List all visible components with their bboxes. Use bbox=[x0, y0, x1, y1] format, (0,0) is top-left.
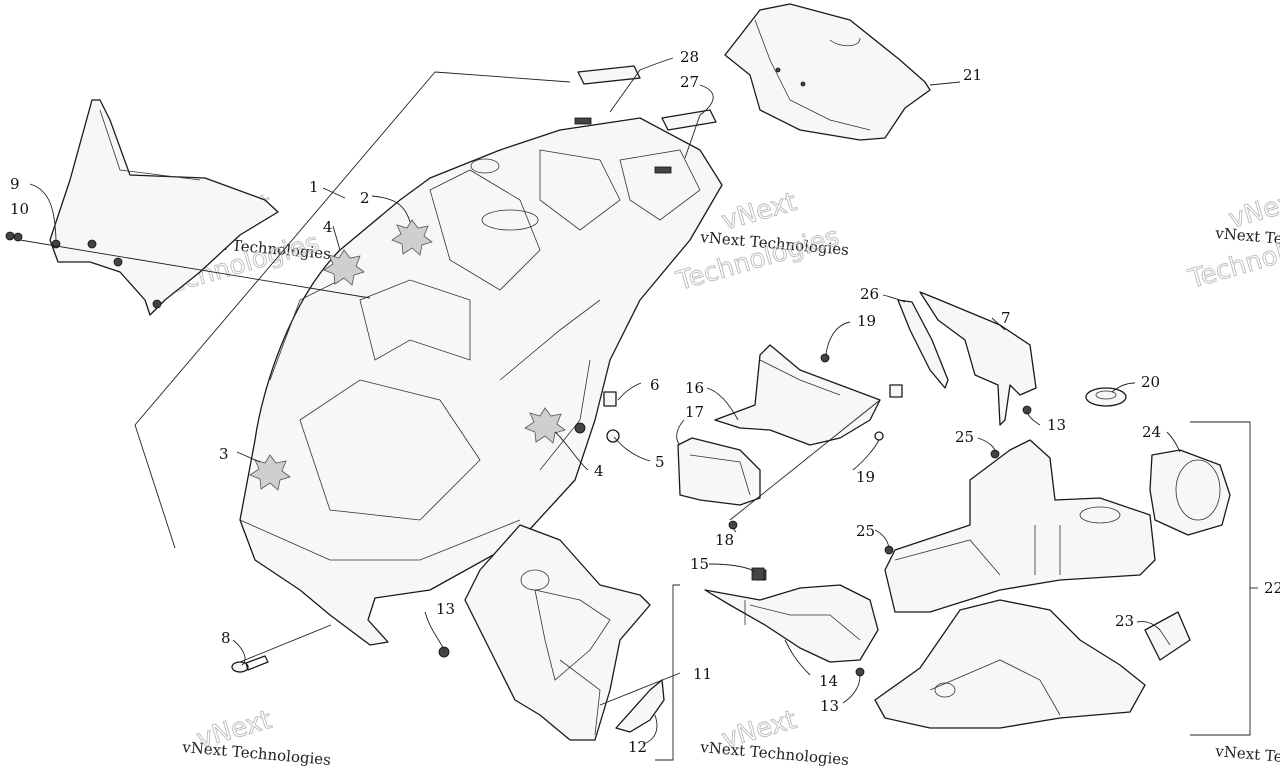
callout-6: 6 bbox=[650, 376, 660, 394]
fastener-13-bottom bbox=[855, 667, 865, 677]
bracket-7 bbox=[919, 291, 1037, 426]
callout-20: 20 bbox=[1141, 373, 1160, 391]
callout-25b: 25 bbox=[856, 522, 875, 540]
decal-star-3 bbox=[249, 454, 291, 491]
filter-23 bbox=[1144, 611, 1191, 661]
fastener-10 bbox=[5, 231, 23, 242]
callout-7: 7 bbox=[1001, 309, 1011, 327]
lower-panel-11 bbox=[464, 524, 651, 741]
callout-26: 26 bbox=[860, 285, 879, 303]
callout-23: 23 bbox=[1115, 612, 1134, 630]
watermark-text: vNext Technologies bbox=[1214, 742, 1280, 768]
callout-labels: 1 2 3 4 4 5 6 7 8 9 10 11 12 13 13 13 14… bbox=[10, 48, 1280, 756]
callout-21: 21 bbox=[963, 66, 982, 84]
callout-15: 15 bbox=[690, 555, 709, 573]
callout-2: 2 bbox=[360, 189, 370, 207]
callout-11: 11 bbox=[693, 665, 712, 683]
watermark-word: vNext bbox=[719, 187, 800, 237]
tray-14 bbox=[704, 584, 879, 663]
callout-24: 24 bbox=[1142, 423, 1161, 441]
callout-27: 27 bbox=[680, 73, 699, 91]
screw-18 bbox=[728, 520, 738, 530]
callout-3: 3 bbox=[219, 445, 229, 463]
callout-8: 8 bbox=[221, 629, 231, 647]
callout-13b: 13 bbox=[1047, 416, 1066, 434]
leader-lines bbox=[19, 57, 1258, 761]
clip-19 bbox=[889, 384, 903, 398]
callout-14: 14 bbox=[819, 672, 838, 690]
callout-28: 28 bbox=[680, 48, 699, 66]
callout-4a: 4 bbox=[323, 218, 333, 236]
grommet-20 bbox=[1085, 387, 1127, 407]
callout-10: 10 bbox=[10, 200, 29, 218]
side-panel-9 bbox=[49, 99, 279, 316]
plate-27 bbox=[661, 109, 717, 131]
callout-13a: 13 bbox=[436, 600, 455, 618]
callout-5: 5 bbox=[655, 453, 665, 471]
fastener-13-right bbox=[1022, 405, 1032, 415]
decal-star-4-left bbox=[323, 249, 365, 286]
callout-22: 22 bbox=[1264, 579, 1280, 597]
duct-17 bbox=[677, 437, 761, 506]
fastener-19-bottom bbox=[874, 431, 884, 441]
airbox-22-upper bbox=[884, 439, 1156, 613]
watermark-text: vNext Technologies bbox=[699, 738, 850, 768]
callout-25a: 25 bbox=[955, 428, 974, 446]
strip-26 bbox=[897, 299, 949, 389]
callout-1: 1 bbox=[309, 178, 319, 196]
fastener-19-top bbox=[820, 353, 830, 363]
watermark-word: vNext bbox=[1226, 185, 1280, 235]
trim-12 bbox=[615, 679, 665, 733]
clip-6 bbox=[603, 391, 617, 407]
cover-21 bbox=[724, 3, 931, 141]
callout-16: 16 bbox=[685, 379, 704, 397]
plate-28 bbox=[577, 65, 641, 85]
clip-15 bbox=[751, 567, 765, 581]
callout-18: 18 bbox=[715, 531, 734, 549]
callout-19a: 19 bbox=[857, 312, 876, 330]
screw-8 bbox=[231, 655, 269, 673]
callout-9: 9 bbox=[10, 175, 20, 193]
callout-13c: 13 bbox=[820, 697, 839, 715]
callout-17: 17 bbox=[685, 403, 704, 421]
airbox-22-lower bbox=[874, 599, 1146, 729]
bracket-16 bbox=[714, 344, 881, 446]
decal-star-4-right bbox=[524, 407, 566, 444]
callout-4b: 4 bbox=[594, 462, 604, 480]
duct-24 bbox=[1149, 449, 1231, 536]
callout-19b: 19 bbox=[856, 468, 875, 486]
fastener-13-left bbox=[438, 646, 450, 658]
hood-assembly bbox=[239, 117, 723, 646]
decal-star-2 bbox=[391, 219, 433, 256]
callout-12: 12 bbox=[628, 738, 647, 756]
